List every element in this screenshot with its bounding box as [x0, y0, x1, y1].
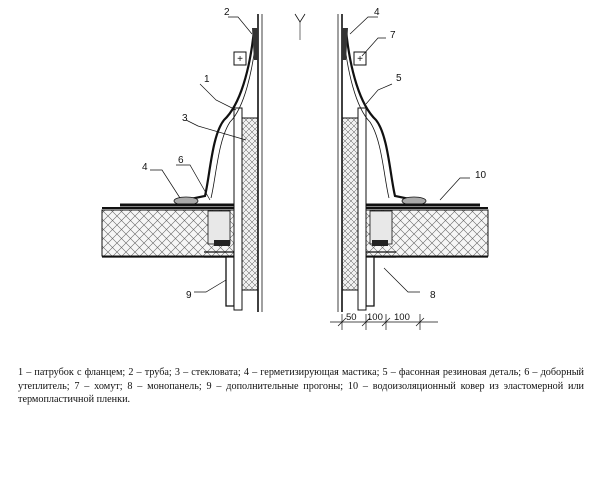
dimension-100-b: 100 — [394, 312, 410, 323]
legend-caption: 1 – патрубок с фланцем; 2 – труба; 3 – с… — [18, 366, 584, 407]
label-1: 1 — [204, 74, 210, 85]
shaped-rubber-piece-left — [175, 29, 256, 204]
pipe-roof-penetration-diagram: + + 2 4 7 1 3 5 4 6 10 8 9 50 10 — [101, 7, 489, 330]
dimension-50: 50 — [346, 312, 357, 323]
label-8: 8 — [430, 290, 436, 301]
label-3: 3 — [182, 113, 188, 124]
sealing-mastic-top-left — [252, 28, 258, 60]
svg-text:+: + — [237, 54, 243, 65]
dimension-100-a: 100 — [367, 312, 383, 323]
dimension-line — [330, 314, 438, 330]
clamp-left: + — [233, 51, 247, 66]
label-4-top: 4 — [374, 7, 380, 18]
additional-insulation-right — [369, 210, 393, 245]
glass-wool-right — [341, 117, 359, 291]
label-5: 5 — [396, 73, 402, 84]
purlin-left — [204, 251, 235, 307]
svg-text:+: + — [357, 54, 363, 65]
glass-wool-left — [241, 117, 259, 291]
label-2: 2 — [224, 7, 230, 18]
flanged-sleeve-right — [357, 107, 367, 311]
label-4-bottom: 4 — [142, 162, 148, 173]
label-10: 10 — [475, 170, 487, 181]
purlin-right — [365, 251, 396, 307]
label-7: 7 — [390, 30, 396, 41]
label-9: 9 — [186, 290, 192, 301]
label-6: 6 — [178, 155, 184, 166]
additional-insulation-left — [207, 210, 231, 245]
sealing-mastic-top-right — [342, 28, 348, 60]
pipe — [257, 13, 343, 312]
legend-text: 1 – патрубок с фланцем; 2 – труба; 3 – с… — [18, 367, 584, 406]
shaped-rubber-piece-right — [344, 29, 425, 204]
